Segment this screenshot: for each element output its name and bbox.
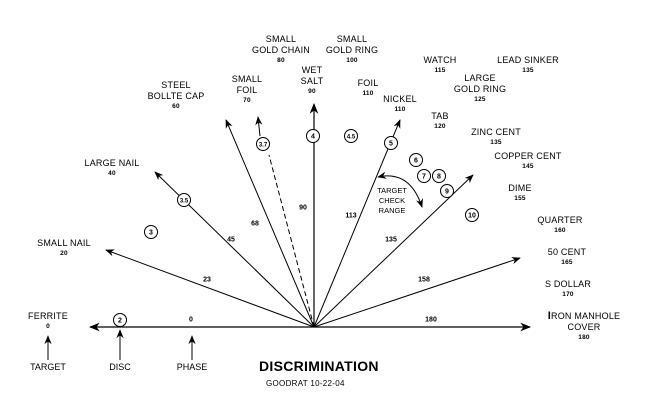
phase-line-23 xyxy=(105,249,315,328)
disc-setting-label: 2 xyxy=(118,318,122,325)
phase-line-45 xyxy=(154,171,315,328)
diagram-subtitle: GOODRAT 10-22-04 xyxy=(266,379,345,388)
disc-setting-label: 8 xyxy=(437,174,441,181)
disc-setting-circle: 3 xyxy=(144,225,158,239)
phase-line-68 xyxy=(225,119,315,328)
phase-line-158 xyxy=(313,257,521,328)
phase-line-135 xyxy=(313,174,474,328)
disc-setting-label: 9 xyxy=(445,189,449,196)
phase-angle-45: 45 xyxy=(227,236,235,244)
disc-setting-label: 7 xyxy=(422,174,426,181)
disc-setting-label: 3.5 xyxy=(180,199,189,205)
disc-setting-circle: 5 xyxy=(384,136,398,150)
disc-setting-label: 5 xyxy=(389,141,393,148)
phase-angle-0: 0 xyxy=(189,316,193,324)
target-check-range-label: TARGET CHECK RANGE xyxy=(377,186,407,215)
phase-line-dashed-tip xyxy=(255,116,263,137)
phase-line-113 xyxy=(313,119,401,328)
legend-phase: PHASE xyxy=(176,362,208,372)
disc-setting-circle: 4 xyxy=(306,129,320,143)
disc-setting-label: 3 xyxy=(149,230,153,237)
diagram-title: DISCRIMINATION xyxy=(259,358,379,374)
legend-target: TARGET xyxy=(30,362,66,372)
disc-setting-label: 4.5 xyxy=(347,135,356,141)
disc-setting-circle: 2 xyxy=(113,313,127,327)
phase-angle-113: 113 xyxy=(345,212,357,220)
phase-angle-180: 180 xyxy=(425,316,437,324)
phase-angle-68: 68 xyxy=(251,220,259,228)
disc-setting-circle: 10 xyxy=(465,208,479,222)
disc-setting-label: 6 xyxy=(414,158,418,165)
phase-angle-135: 135 xyxy=(385,236,397,244)
phase-angle-158: 158 xyxy=(418,276,430,284)
phase-line-dashed xyxy=(268,154,315,328)
disc-setting-circle: 4.5 xyxy=(344,129,358,143)
phase-angle-90: 90 xyxy=(299,204,307,212)
disc-setting-label: 10 xyxy=(468,213,476,220)
legend-disc: DISC xyxy=(109,362,131,372)
disc-setting-circle: 6 xyxy=(409,153,423,167)
disc-setting-circle: 7 xyxy=(417,169,431,183)
target-check-range-arc xyxy=(377,171,423,208)
disc-setting-circle: 3.7 xyxy=(256,137,270,151)
disc-setting-circle: 9 xyxy=(440,184,454,198)
disc-setting-circle: 3.5 xyxy=(177,193,191,207)
phase-angle-23: 23 xyxy=(203,276,211,284)
disc-setting-label: 4 xyxy=(311,134,315,141)
disc-setting-label: 3.7 xyxy=(259,143,268,149)
disc-setting-circle: 8 xyxy=(432,169,446,183)
